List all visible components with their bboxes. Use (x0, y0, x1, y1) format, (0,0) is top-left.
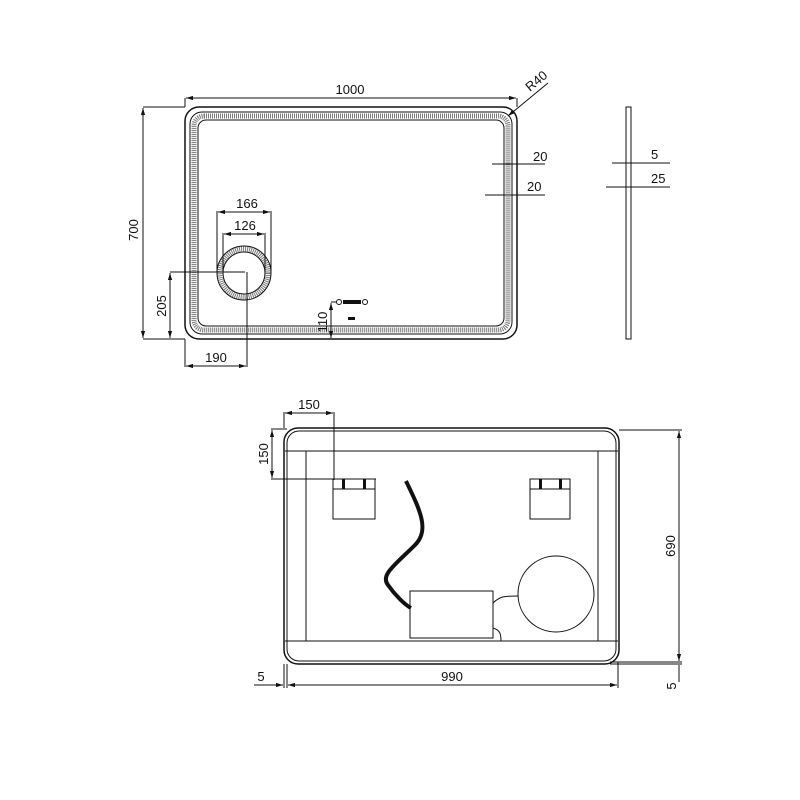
dim-magnifier-inner: 126 (234, 218, 256, 233)
side-profile (625, 106, 632, 340)
dim-total-thickness: 25 (651, 171, 665, 186)
dim-led-offset: 20 (533, 149, 547, 164)
dim-back-width: 990 (441, 669, 463, 684)
mirror-outline (184, 106, 518, 340)
side-view: 5 25 (606, 106, 670, 340)
dim-magnifier-left: 190 (205, 350, 227, 365)
magnifier-back (517, 555, 595, 633)
mounting-bracket-left (332, 478, 376, 520)
magnifier-inner (222, 251, 266, 295)
dim-led-width: 20 (527, 179, 541, 194)
magnifier-outer (216, 245, 272, 301)
dim-bottom-offset: 5 (664, 682, 679, 689)
back-outline (283, 427, 620, 665)
led-strip (191, 113, 511, 333)
dim-width: 1000 (336, 82, 365, 97)
dim-back-height: 690 (663, 535, 678, 557)
dim-glass-thickness: 5 (651, 147, 658, 162)
power-driver-box (409, 590, 494, 639)
dim-bracket-x: 150 (298, 397, 320, 412)
power-cable (384, 480, 425, 610)
dim-magnifier-bottom: 205 (154, 295, 169, 317)
dim-radius: R40 (522, 67, 550, 94)
back-view: 150 150 690 5 990 5 (254, 397, 682, 690)
dim-switch-bottom: 110 (315, 312, 330, 333)
dim-magnifier-outer: 166 (236, 196, 258, 211)
dim-left-offset: 5 (257, 669, 264, 684)
magnifier-led-ring (217, 246, 271, 300)
dim-height: 700 (126, 219, 141, 241)
mounting-bracket-right (529, 478, 571, 520)
dim-bracket-y: 150 (256, 443, 271, 465)
front-view: 1000 R40 700 20 20 166 126 205 190 110 (126, 67, 550, 369)
touch-switch-icon (331, 299, 368, 320)
